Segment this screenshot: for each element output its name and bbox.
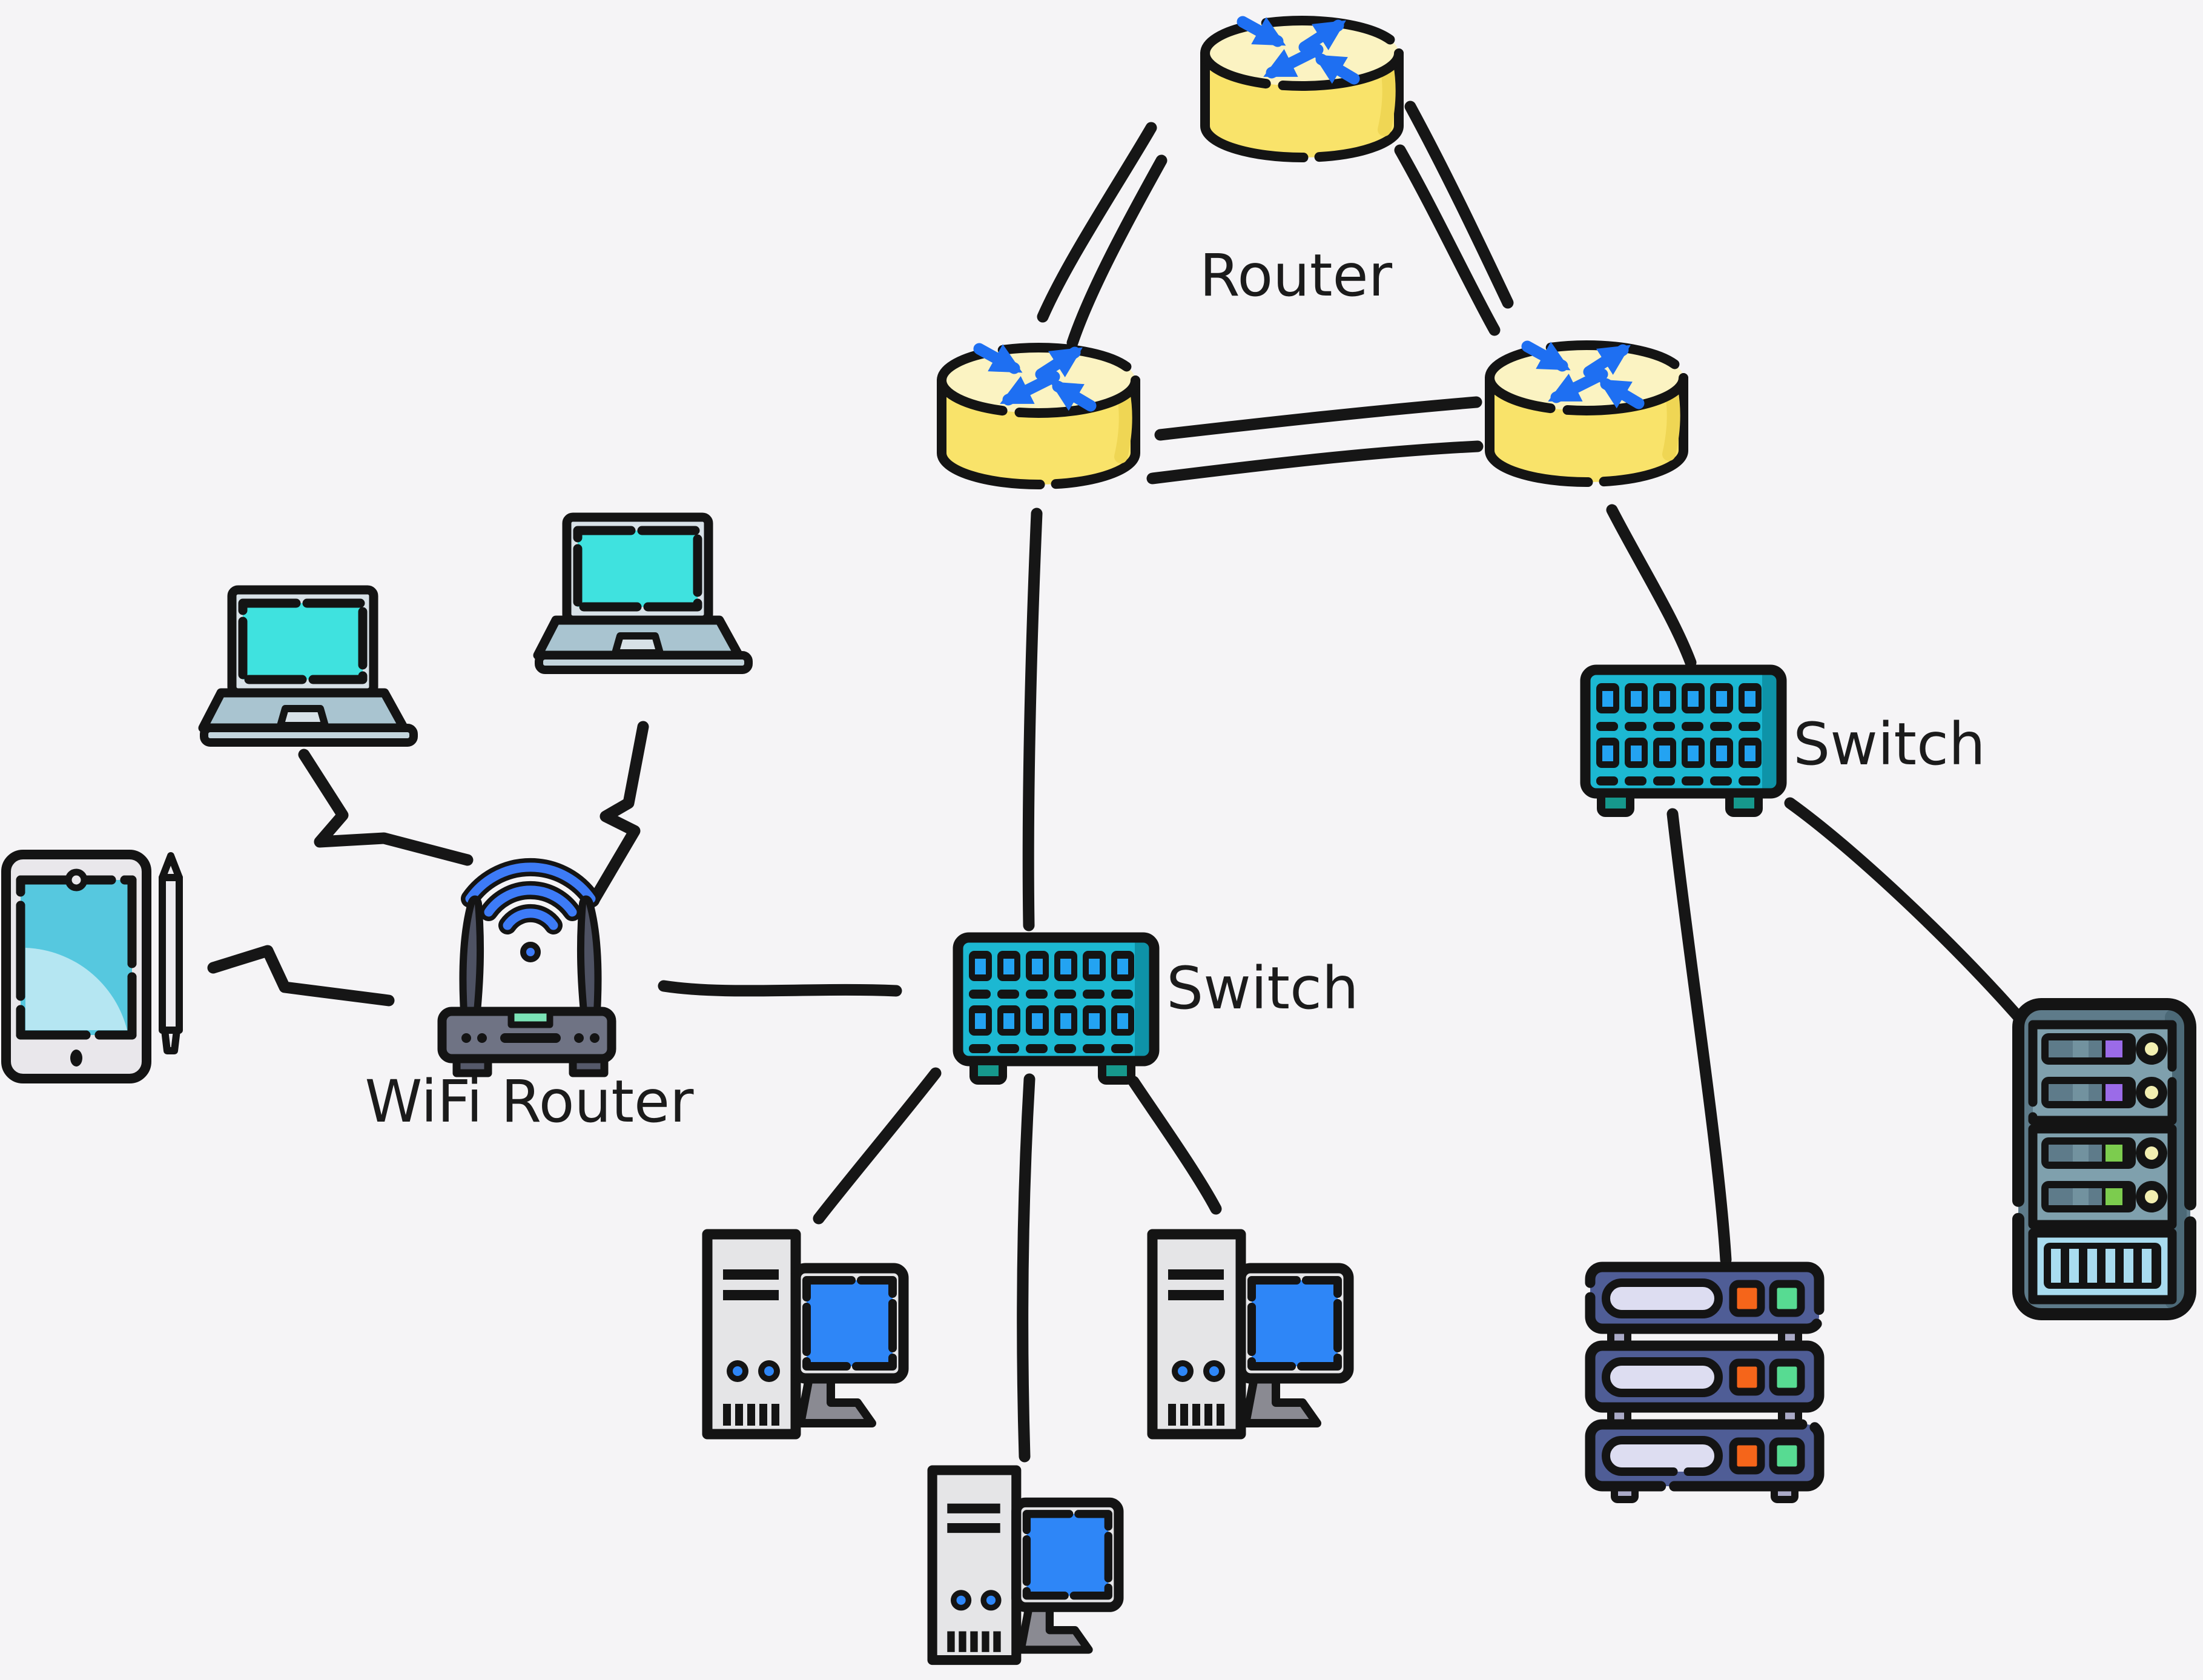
link-switchcenter-desktop2 (1017, 1073, 1035, 1463)
drive-panel (2028, 1020, 2177, 1125)
switch-center-label: Switch (1166, 954, 1358, 1022)
switch-right-icon[interactable] (1585, 670, 1782, 813)
link-switchcenter-desktop3 (1128, 1076, 1222, 1215)
router-right-icon[interactable] (1490, 345, 1683, 482)
drive-panel (2028, 1124, 2177, 1229)
laptop-1-icon[interactable] (203, 590, 414, 742)
status-led (507, 1007, 553, 1028)
desktop-3-icon[interactable] (1152, 1234, 1349, 1434)
wireless-link-tablet (207, 945, 395, 1007)
link-routerleft-routerright-2 (1146, 440, 1484, 484)
stylus-icon (159, 852, 183, 1054)
link-routerleft-switchcenter (1022, 508, 1043, 931)
router-top-icon[interactable] (1205, 21, 1399, 157)
router-left-icon[interactable] (942, 348, 1135, 484)
link-switchcenter-desktop1 (813, 1067, 942, 1225)
server-unit (1585, 1340, 1825, 1413)
link-routertop-routerright-1 (1404, 101, 1514, 309)
wifi-router-label: WiFi Router (365, 1068, 694, 1136)
laptop-2-icon[interactable] (538, 517, 748, 670)
link-routertop-routerright-2 (1394, 144, 1501, 336)
server-unit (1585, 1262, 1825, 1334)
wifi-router-icon[interactable] (437, 858, 616, 1077)
desktop-2-icon[interactable] (933, 1470, 1119, 1661)
link-routertop-routerleft-1 (1037, 122, 1157, 323)
link-switchright-serverstack (1666, 808, 1732, 1266)
link-routerleft-routerright-1 (1154, 396, 1482, 441)
link-routertop-routerleft-2 (1066, 154, 1168, 349)
vent-panel (2028, 1228, 2177, 1305)
wifi-waves-icon (461, 858, 600, 962)
switch-right-label: Switch (1793, 710, 1985, 778)
antenna-right-icon (576, 895, 602, 1015)
camera-notch-icon (65, 868, 88, 891)
server-stack-icon[interactable] (1585, 1262, 1825, 1503)
router-label: Router (1200, 242, 1393, 309)
connection-lines (207, 101, 2033, 1463)
wireless-link-laptop1 (298, 749, 474, 866)
server-unit (1585, 1419, 1825, 1492)
link-routerright-switchright (1606, 504, 1697, 669)
link-wifirouter-switchcenter (658, 980, 902, 997)
wireless-link-laptop2 (589, 721, 649, 905)
server-cabinet-icon[interactable] (2012, 998, 2196, 1320)
antenna-left-icon (459, 895, 484, 1015)
tablet-icon[interactable] (1, 850, 183, 1083)
home-button-icon (70, 1050, 82, 1067)
desktop-1-icon[interactable] (707, 1234, 903, 1434)
link-switchright-servercabinet (1784, 797, 2033, 1033)
switch-center-icon[interactable] (958, 938, 1154, 1080)
